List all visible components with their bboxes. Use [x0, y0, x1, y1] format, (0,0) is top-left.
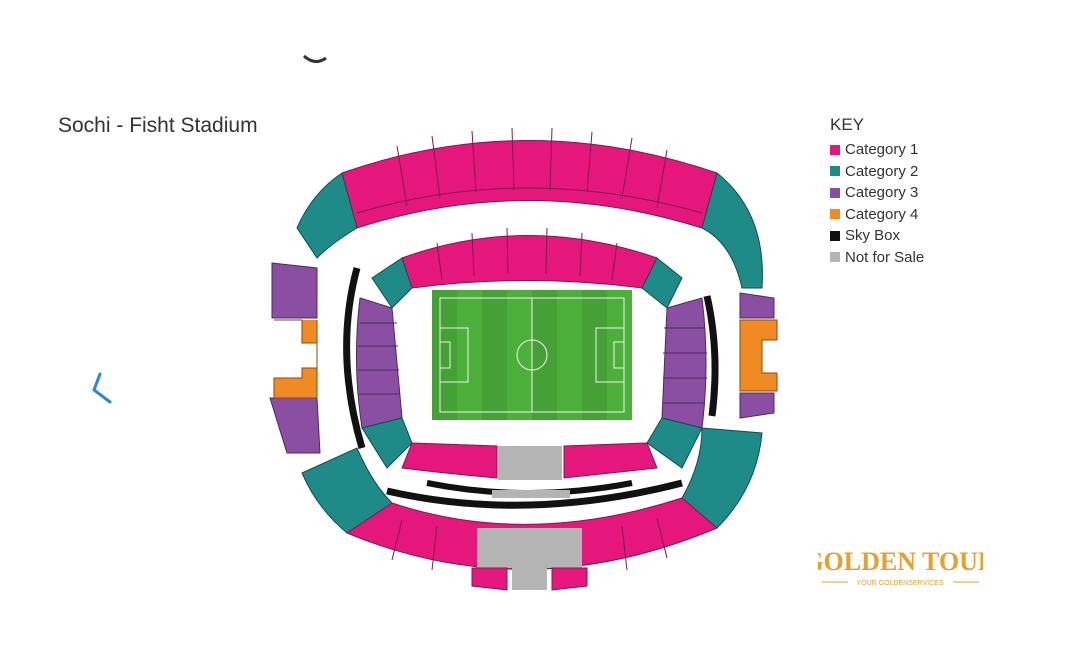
chevron-left-icon [92, 372, 112, 404]
section-cat3-inner-left [355, 297, 403, 429]
section-cat1-bottom-inner-left [401, 442, 498, 479]
legend-swatch [830, 252, 840, 263]
section-cat1-bottom-inner-right [563, 442, 658, 479]
legend-swatch [830, 230, 840, 241]
legend-item-sky-box: Sky Box [830, 225, 924, 247]
section-not-for-sale-inner [498, 446, 562, 480]
section-cat2-top-left [296, 172, 358, 259]
section-cat2-top-right [701, 172, 763, 289]
section-cat4-right [739, 319, 778, 392]
legend-label: Sky Box [845, 227, 901, 245]
legend-label: Not for Sale [845, 248, 925, 266]
legend-label: Category 4 [845, 205, 919, 223]
legend: KEY Category 1 Category 2 Category 3 Cat… [830, 115, 924, 268]
legend-swatch [830, 209, 840, 220]
pitch [432, 290, 632, 420]
legend-title: KEY [830, 115, 865, 134]
section-cat3-right-outer [739, 292, 775, 319]
golden-tour-logo: GOLDEN TOUR YOUR GOLDENSERVICES [803, 544, 997, 590]
section-cat3-right-outer-lower [739, 392, 775, 419]
section-cat4-left [273, 319, 318, 399]
section-cat2-inner-bottom-right [646, 417, 703, 469]
legend-item-category-4: Category 4 [830, 204, 924, 226]
legend-swatch [830, 144, 840, 155]
svg-text:YOUR GOLDENSERVICES: YOUR GOLDENSERVICES [856, 580, 943, 587]
section-cat1-top-inner [401, 235, 658, 289]
legend-swatch [830, 187, 840, 198]
legend-item-category-1: Category 1 [830, 139, 924, 161]
section-not-for-sale-press [492, 490, 570, 498]
legend-item-not-for-sale: Not for Sale [830, 247, 924, 269]
legend-item-category-2: Category 2 [830, 161, 924, 183]
legend-swatch [830, 166, 840, 177]
skybox-right [703, 295, 719, 417]
legend-label: Category 3 [845, 184, 919, 202]
section-not-for-sale-bottom [477, 528, 582, 590]
skybox-bottom-1 [386, 479, 683, 509]
partial-ring-icon [300, 50, 330, 70]
page-title: Sochi - Fisht Stadium [58, 114, 258, 137]
legend-item-category-3: Category 3 [830, 182, 924, 204]
skybox-left [343, 267, 366, 449]
section-cat3-inner-right [661, 297, 707, 429]
section-cat1-bottom-small-left [471, 567, 508, 591]
legend-label: Category 2 [845, 162, 919, 180]
previous-button[interactable] [88, 368, 118, 412]
section-cat3-left-outer-lower [269, 397, 321, 454]
stadium-map [262, 127, 792, 603]
section-cat1-bottom-small-right [551, 567, 588, 591]
svg-text:GOLDEN TOUR: GOLDEN TOUR [818, 547, 983, 576]
legend-label: Category 1 [845, 141, 919, 159]
section-cat2-inner-top-left [371, 257, 413, 309]
section-cat3-left-outer [271, 262, 318, 319]
